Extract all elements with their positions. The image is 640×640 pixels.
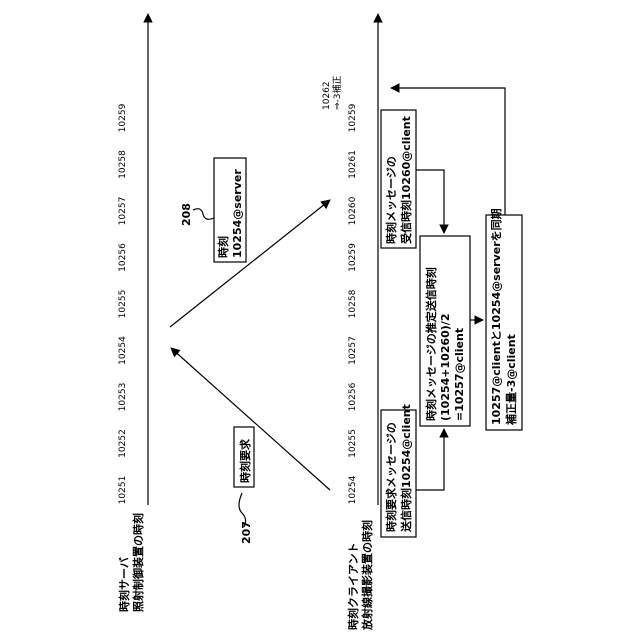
client-tick-8: 10259: [348, 103, 358, 132]
send-time-line2: 送信時刻10254@client: [399, 404, 413, 533]
ref-208: 208: [180, 203, 193, 226]
server-tick-2: 10253: [118, 383, 128, 412]
receive-time-line1: 時刻メッセージの: [384, 156, 398, 244]
estimate-line3: =10257@client: [453, 328, 466, 421]
send-time-line1: 時刻要求メッセージの: [384, 422, 398, 532]
server-tick-4: 10255: [118, 290, 128, 319]
server-tick-5: 10256: [118, 243, 128, 272]
send-to-estimate-connector: [416, 429, 444, 490]
client-tick-2: 10256: [348, 382, 358, 411]
client-tick-6: 10260: [348, 196, 358, 225]
client-correction-label-line1: 10262: [322, 81, 332, 110]
estimate-line1: 時刻メッセージの推定送信時刻: [424, 267, 438, 421]
request-label: 時刻要求: [238, 438, 252, 483]
server-tick-3: 10254: [118, 336, 128, 365]
server-time-line1: 時刻: [216, 236, 230, 258]
receive-to-estimate-connector: [416, 170, 444, 233]
estimate-line2: (10254+10260)/2: [439, 314, 452, 421]
ref-208-leader: [193, 209, 214, 220]
client-tick-0: 10254: [348, 475, 358, 504]
client-tick-4: 10258: [348, 289, 358, 318]
server-tick-1: 10252: [118, 429, 128, 458]
server-tick-labels: 10251 10252 10253 10254 10255 10256 10257 10258…: [118, 103, 128, 504]
client-tick-5: 10259: [348, 243, 358, 272]
client-tick-labels: 10254 10255 10256 10257 10258 10259 10260 10261…: [348, 103, 358, 504]
server-axis-label-line1: 時刻サーバ: [117, 557, 131, 612]
ref-207: 207: [240, 521, 253, 544]
server-tick-0: 10251: [118, 476, 128, 505]
server-axis-label-line2: 照射制御装置の時刻: [131, 513, 145, 612]
client-axis-label-line2: 放射線撮影装置の時刻: [360, 520, 374, 631]
sync-line1: 10257@clientと10254@serverを同期: [489, 208, 503, 425]
receive-time-line2: 受信時刻10260@client: [399, 116, 413, 244]
client-axis-label-line1: 時刻クライアント: [346, 542, 360, 630]
client-tick-1: 10255: [348, 429, 358, 458]
client-tick-7: 10261: [348, 150, 358, 179]
server-time-line2: 10254@server: [231, 169, 244, 258]
server-tick-8: 10259: [118, 103, 128, 132]
client-tick-3: 10257: [348, 336, 358, 365]
response-message-arrow: [170, 200, 330, 327]
server-tick-6: 10257: [118, 197, 128, 226]
client-correction-label-line2: ⇒-3補正: [331, 75, 343, 110]
server-tick-7: 10258: [118, 150, 128, 179]
sync-line2: 補正量-3@client: [504, 334, 518, 426]
